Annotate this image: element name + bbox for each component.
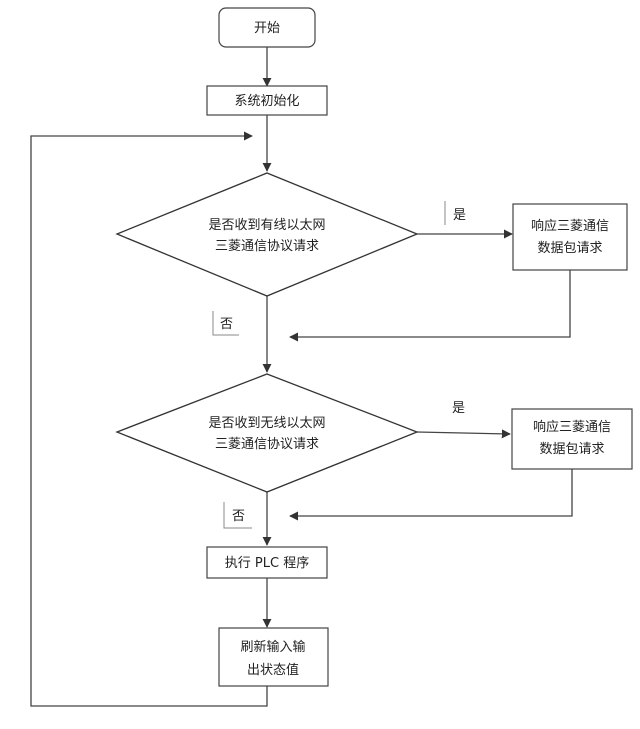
init-shape: [206, 85, 328, 116]
respond2-shape: [511, 408, 633, 470]
node-start: 开始: [218, 7, 316, 48]
refresh-line2: 出状态值: [247, 662, 299, 678]
decision1-shape: [115, 172, 419, 297]
edge-labels: 是 否 是 否: [220, 208, 466, 524]
edge-label-yes2: 是: [452, 401, 465, 416]
decision1-line2: 三菱通信协议请求: [215, 239, 319, 254]
respond1-line1: 响应三菱通信: [531, 218, 609, 234]
decision2-line2: 三菱通信协议请求: [215, 437, 319, 452]
node-decision1: 是否收到有线以太网 三菱通信协议请求: [115, 172, 419, 297]
edge-respond2-return: [289, 469, 573, 521]
node-decision2: 是否收到无线以太网 三菱通信协议请求: [115, 373, 419, 493]
respond1-line2: 数据包请求: [537, 241, 602, 256]
edge-loop-back: [30, 131, 268, 707]
plc-shape: [206, 546, 328, 579]
start-shape: [218, 7, 316, 48]
plc-label: 执行 PLC 程序: [225, 556, 309, 571]
edge-respond1-return: [289, 270, 571, 342]
label-mark-no2: [223, 502, 252, 529]
edge-label-yes1: 是: [453, 208, 466, 223]
respond2-line2: 数据包请求: [539, 442, 604, 457]
edge-label-no1: 否: [220, 317, 233, 332]
respond1-shape: [512, 203, 628, 271]
node-respond1: 响应三菱通信 数据包请求: [512, 203, 628, 271]
decision2-line1: 是否收到无线以太网: [208, 416, 325, 431]
node-init: 系统初始化: [206, 85, 328, 116]
start-label: 开始: [254, 21, 280, 36]
decision2-shape: [115, 373, 419, 493]
edges: [30, 47, 573, 707]
edge-decision2-respond2: [416, 429, 511, 439]
label-mark-no1: [212, 311, 239, 336]
decision1-line1: 是否收到有线以太网: [208, 218, 325, 233]
refresh-line1: 刷新输入输: [240, 639, 305, 655]
edge-label-no2: 否: [232, 509, 245, 524]
init-label: 系统初始化: [234, 94, 299, 109]
node-plc: 执行 PLC 程序: [206, 546, 328, 579]
node-refresh: 刷新输入输 出状态值: [218, 627, 329, 687]
respond2-line1: 响应三菱通信: [533, 419, 611, 435]
edge-label-marks: [212, 201, 446, 529]
node-respond2: 响应三菱通信 数据包请求: [511, 408, 633, 470]
refresh-shape: [218, 627, 329, 687]
